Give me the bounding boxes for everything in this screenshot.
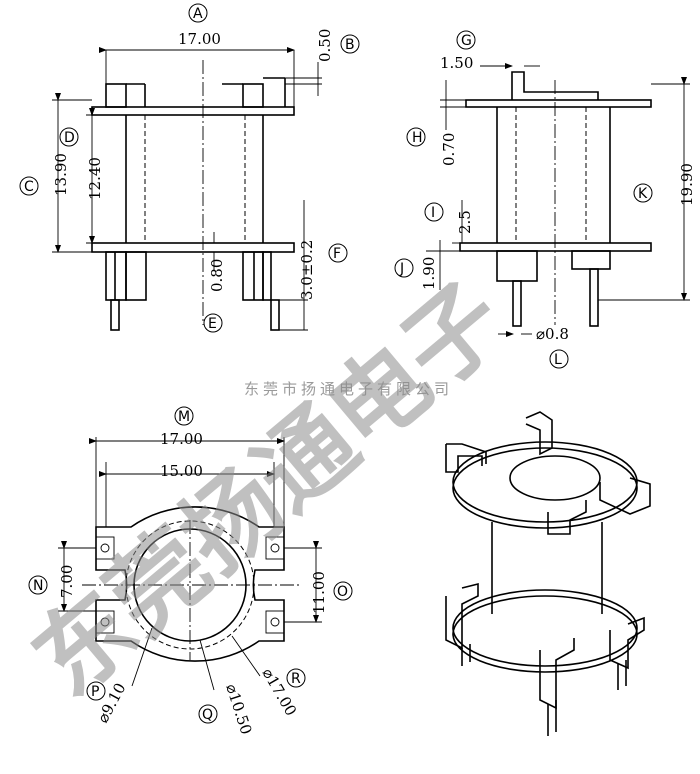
dim-i: 2.5	[456, 210, 474, 234]
tag-k: K	[638, 186, 648, 202]
tag-d: D	[64, 130, 75, 146]
side-tags: G H I J K L	[394, 30, 653, 369]
dim-height-inner: 12.40	[86, 157, 104, 200]
watermark: 东莞市扬通电子有限公司 东莞扬通电子	[13, 262, 526, 718]
dim-pin-len: 3.0±0.2	[298, 240, 316, 300]
dim-width: 17.00	[178, 30, 221, 48]
dim-g: 1.50	[440, 54, 473, 72]
tag-l: L	[554, 352, 562, 368]
front-view: 17.00 0.50 13.90 12.40 0.80 3.0±0.2	[52, 29, 334, 331]
watermark-company: 东莞市扬通电子有限公司	[244, 380, 453, 398]
dim-slot: 0.80	[208, 259, 226, 292]
dim-inner: 15.00	[160, 462, 203, 480]
watermark-brand: 东莞扬通电子	[13, 262, 526, 718]
tag-g: G	[461, 33, 472, 49]
tag-q: Q	[202, 707, 213, 723]
tag-m: M	[178, 409, 190, 425]
tag-c: C	[24, 179, 34, 195]
side-view: 1.50 0.70 2.5 1.90 19.90 ⌀0.8	[420, 54, 696, 343]
dim-pitch-v: 11.00	[310, 571, 328, 614]
tag-n: N	[33, 578, 43, 594]
dim-height-outer: 13.90	[52, 153, 70, 196]
dim-flange-thk: 0.50	[316, 29, 334, 62]
tag-a: A	[193, 6, 203, 22]
tag-h: H	[412, 130, 423, 146]
tag-f: F	[333, 246, 341, 262]
front-tags: A B C D E F	[19, 3, 360, 333]
iso-view	[445, 411, 651, 736]
bottom-tags: M N O P Q R	[28, 406, 353, 724]
tag-i: I	[431, 205, 435, 221]
dim-h: 0.70	[440, 133, 458, 166]
dim-j: 1.90	[420, 257, 438, 290]
tag-r: R	[291, 671, 301, 687]
dim-k: 19.90	[678, 163, 696, 206]
tag-b: B	[345, 37, 355, 53]
dim-d2: ⌀10.50	[222, 682, 255, 737]
tag-j: J	[399, 261, 404, 277]
tag-o: O	[337, 584, 348, 600]
dim-outer: 17.00	[160, 430, 203, 448]
dim-n: 7.00	[58, 565, 76, 598]
tag-e: E	[208, 316, 217, 332]
dim-pin-dia: ⌀0.8	[536, 325, 569, 343]
tag-p: P	[91, 684, 99, 700]
